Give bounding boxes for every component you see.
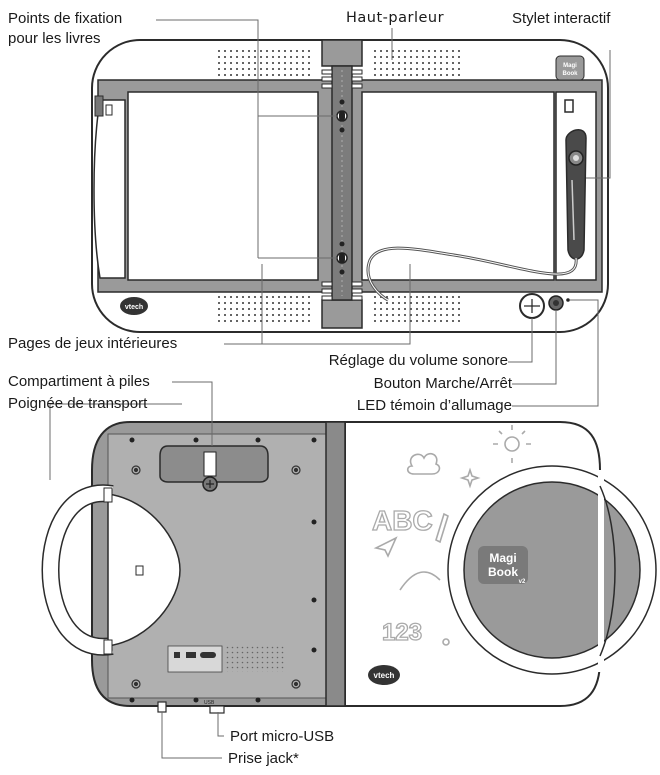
label-points-fixation-2: pour les livres xyxy=(8,30,101,47)
jack-port xyxy=(157,701,167,713)
vtech-logo-top xyxy=(120,297,148,315)
speaker-grille-top-right xyxy=(370,46,462,80)
cover-logo-version: v2 xyxy=(519,579,526,585)
label-stylet-interactif: Stylet interactif xyxy=(512,10,611,27)
leader-lines xyxy=(49,19,611,759)
game-page-right xyxy=(361,91,555,281)
right-clip-slot xyxy=(564,99,574,113)
label-prise-jack: Prise jack* xyxy=(228,750,299,767)
power-led xyxy=(566,298,570,302)
usb-port-text: USB xyxy=(204,700,215,706)
device-open-view: Magi Book vtech xyxy=(91,39,609,333)
cover-logo-text-2: Book xyxy=(488,565,518,579)
leader-points-fixation xyxy=(156,19,338,117)
label-port-micro-usb: Port micro-USB xyxy=(230,728,335,745)
label-poignee-transport: Poignée de transport xyxy=(8,395,148,412)
label-led-temoin: LED témoin d’allumage xyxy=(356,397,512,414)
left-clip xyxy=(94,95,104,117)
carry-handle-plate xyxy=(107,493,181,647)
logo-badge-text-2: Book xyxy=(563,71,579,77)
label-compartiment-piles: Compartiment à piles xyxy=(8,373,150,390)
spine-ridges xyxy=(321,69,363,301)
vtech-logo-bottom-text: vtech xyxy=(374,671,395,680)
vtech-logo-bottom xyxy=(368,665,400,685)
leader-power xyxy=(512,310,557,385)
game-page-left xyxy=(127,91,319,281)
left-handle-grip xyxy=(93,99,126,279)
label-points-fixation-1: Points de fixation xyxy=(8,10,123,27)
back-spine xyxy=(325,421,346,707)
cover-doodle-123: 123 xyxy=(382,619,422,646)
leader-jack xyxy=(161,712,222,759)
spine-top-cap xyxy=(321,39,363,67)
regulatory-label-right xyxy=(226,646,286,672)
cover-disc-inner xyxy=(463,481,641,659)
logo-badge-top xyxy=(555,55,585,81)
leader-stylet xyxy=(586,50,611,179)
stylus-body xyxy=(565,129,587,260)
label-pages-jeux: Pages de jeux intérieures xyxy=(8,335,178,352)
label-haut-parleur: Haut-parleur xyxy=(346,10,445,26)
speaker-grille-top-left xyxy=(218,46,310,80)
label-bouton-marche: Bouton Marche/Arrêt xyxy=(373,375,512,392)
regulatory-label-left xyxy=(167,645,223,673)
logo-badge-text-1: Magi xyxy=(563,63,577,69)
cover-logo xyxy=(478,546,528,584)
battery-symbol xyxy=(203,451,217,477)
label-reglage-volume: Réglage du volume sonore xyxy=(328,352,508,369)
cover-doodle-abc: ABC xyxy=(372,505,433,536)
spine-bar xyxy=(331,65,353,301)
back-screws xyxy=(131,465,301,689)
speaker-grille-bottom-left xyxy=(218,292,310,326)
left-clip-slot xyxy=(105,104,113,116)
leader-poignee xyxy=(49,403,182,480)
vtech-logo-top-text: vtech xyxy=(125,304,143,311)
cover-logo-text-1: Magi xyxy=(489,551,516,565)
leader-volume xyxy=(508,318,533,363)
spine-bottom-cap xyxy=(321,299,363,329)
handle-latch xyxy=(135,565,144,576)
cover-doodles xyxy=(373,425,531,646)
device-closed-view: Magi Book v2 ABC 123 vtech xyxy=(41,421,657,714)
micro-usb-port xyxy=(209,705,225,714)
leader-piles xyxy=(172,381,213,446)
leader-usb xyxy=(217,712,224,737)
leader-led xyxy=(512,299,599,407)
